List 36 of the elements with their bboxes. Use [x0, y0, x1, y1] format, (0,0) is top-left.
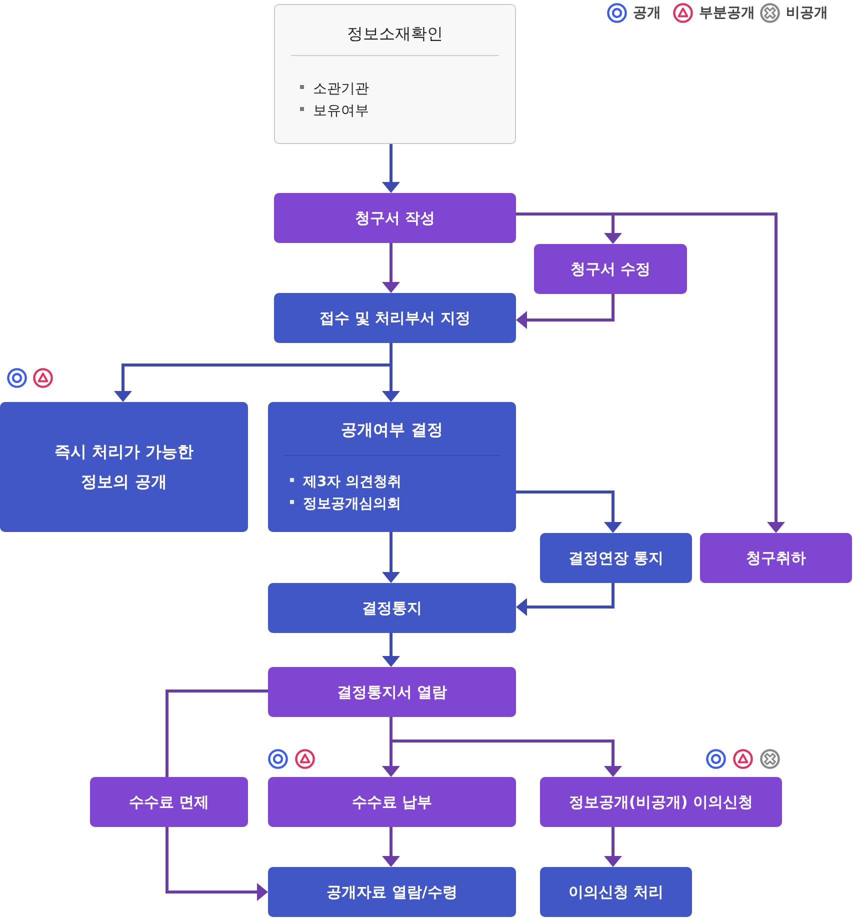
info-box: [268, 402, 516, 532]
process-box: 공개자료 열람/수령: [268, 867, 516, 917]
info-box: [274, 4, 516, 144]
arrow: [382, 633, 400, 667]
arrow: [382, 243, 400, 293]
process-box: 즉시 처리가 가능한 정보의 공개: [0, 402, 248, 532]
process-box: 결정연장 통지: [540, 533, 692, 583]
bullet-item: 제3자 의견청취: [290, 471, 402, 493]
process-box: 접수 및 처리부서 지정: [274, 293, 516, 343]
process-box: 이의신청 처리: [540, 867, 692, 917]
arrow: [516, 490, 622, 533]
arrow: [382, 144, 400, 193]
process-box: 결정통지: [268, 583, 516, 633]
arrow: [390, 717, 622, 777]
process-box: 청구서 수정: [534, 244, 687, 294]
box-heading: 정보소재확인: [347, 24, 443, 44]
box-heading: 공개여부 결정: [341, 420, 443, 440]
process-box: 수수료 면제: [90, 777, 248, 827]
arrow: [516, 583, 614, 616]
process-box: 청구서 작성: [274, 193, 516, 243]
bullet-item: 보유여부: [300, 100, 369, 122]
bullet-item: 정보공개심의회: [290, 493, 401, 515]
legend-label: 부분공개: [699, 4, 755, 23]
arrow: [382, 532, 400, 583]
arrow: [604, 827, 622, 867]
process-box: 결정통지서 열람: [268, 667, 516, 717]
connector-line: [166, 690, 268, 777]
process-box: 청구취하: [700, 533, 852, 583]
process-box: 수수료 납부: [268, 777, 516, 827]
legend-label: 비공개: [786, 4, 828, 23]
arrow: [166, 827, 268, 901]
bullet-item: 소관기관: [300, 78, 369, 100]
arrow: [382, 827, 400, 867]
arrow: [516, 294, 614, 329]
process-box: 정보공개(비공개) 이의신청: [540, 777, 782, 827]
legend-label: 공개: [633, 4, 661, 23]
